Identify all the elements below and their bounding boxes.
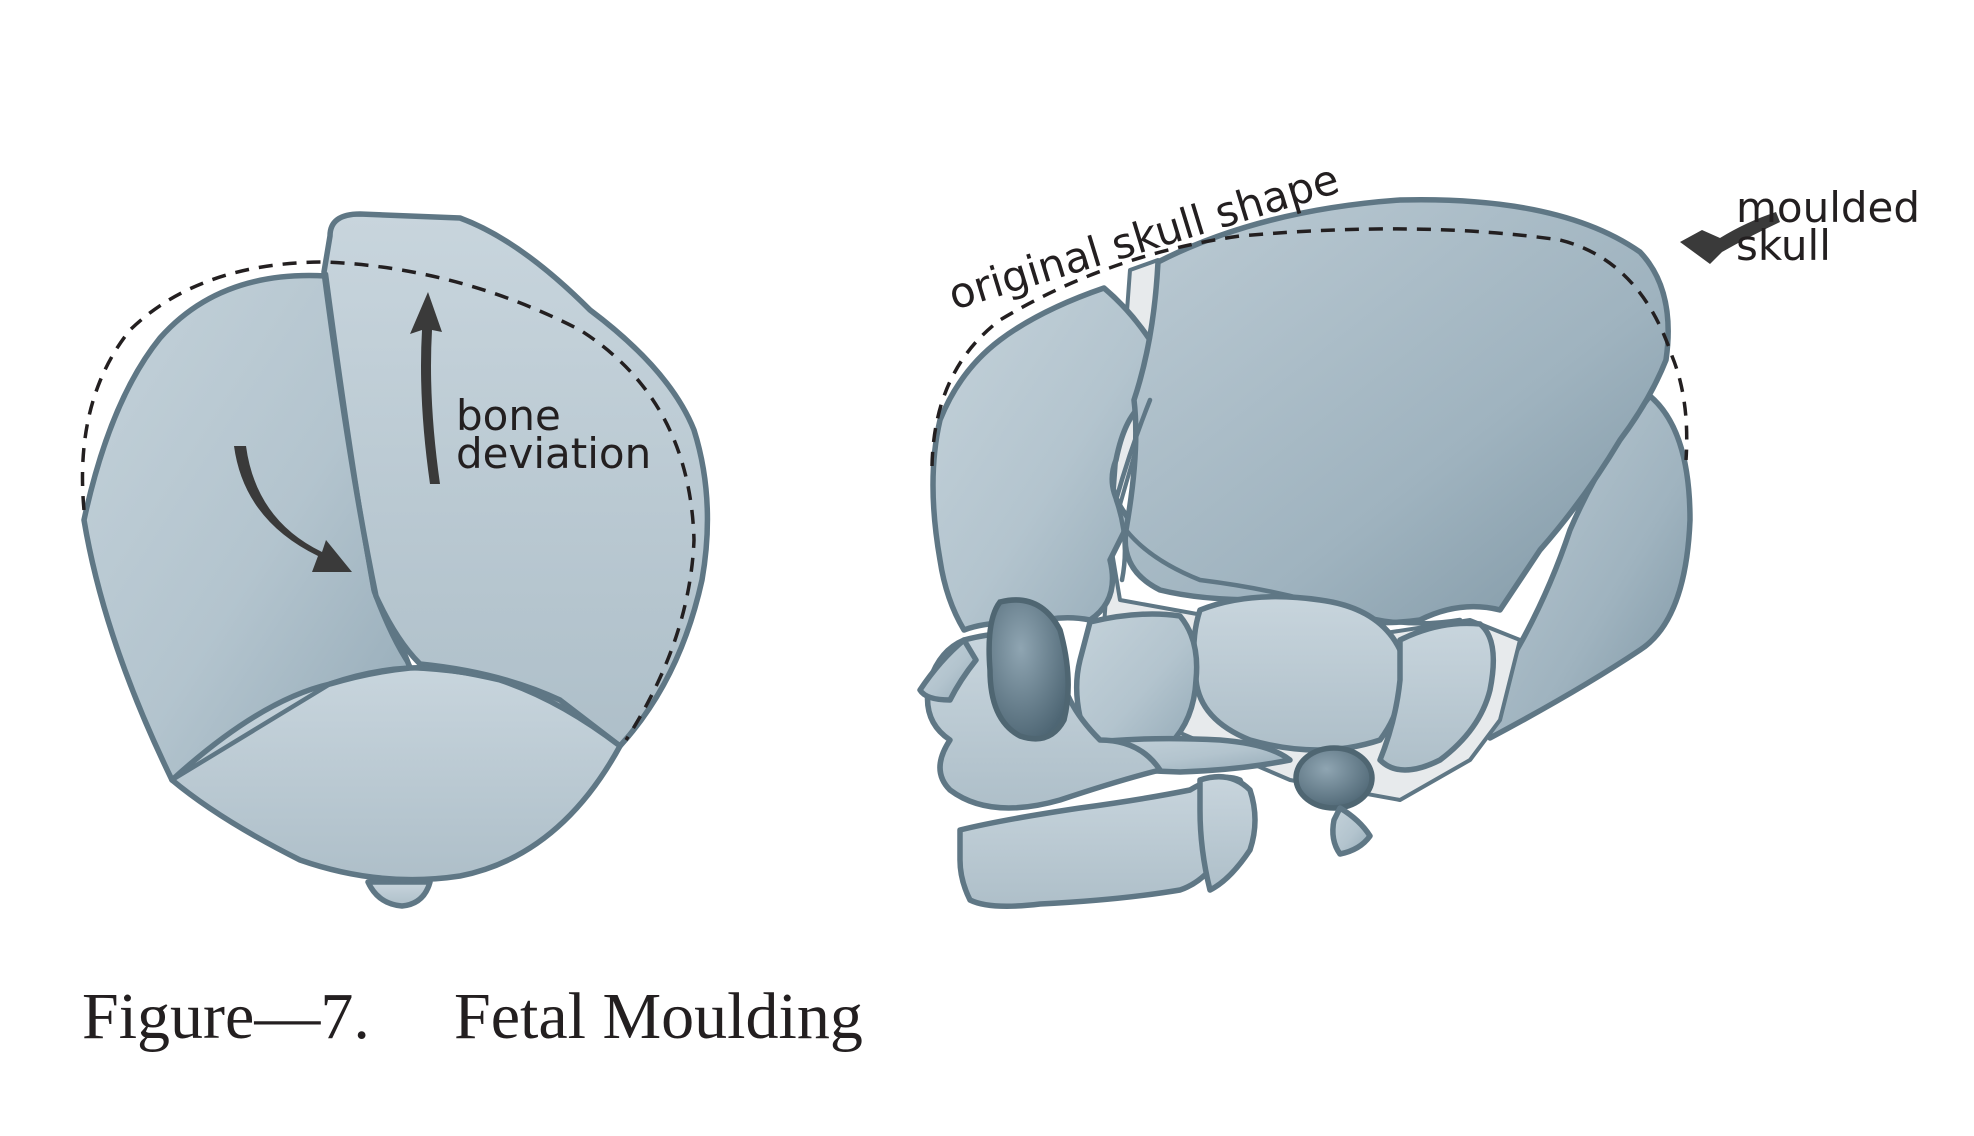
- occipital-bone: [1483, 393, 1693, 741]
- figure-number: Figure—7.: [82, 980, 370, 1053]
- ear-canal: [1293, 745, 1375, 811]
- bone-deviation-label-line1: bone: [456, 391, 561, 440]
- mastoid-region: [1377, 620, 1497, 773]
- bone-deviation-label-line2: deviation: [456, 429, 651, 478]
- moulded-skull-label-line1: moulded: [1736, 183, 1920, 232]
- moulded-skull-label-line2: skull: [1736, 221, 1831, 270]
- coronal-suture-line: [1113, 397, 1153, 583]
- original-shape-dashed-outline-side: [930, 227, 1689, 467]
- inward-curved-arrow: [234, 446, 352, 572]
- temporal-bone: [1191, 593, 1406, 753]
- skull-top-view: [80, 211, 711, 909]
- sagittal-suture: [323, 271, 413, 669]
- original-shape-dashed-outline-top: [80, 260, 696, 741]
- upward-arrow: [410, 292, 442, 484]
- skull-top-occipital-nub: [365, 879, 433, 909]
- moulded-skull-arrow: [1680, 212, 1780, 264]
- nasal-bone: [917, 637, 979, 703]
- mandible-ramus: [1197, 773, 1258, 893]
- skull-top-outline: [81, 211, 710, 882]
- figure-title: Fetal Moulding: [454, 980, 863, 1053]
- eye-orbit: [986, 597, 1071, 742]
- styloid-process: [1330, 805, 1373, 857]
- lambdoid-suture: [169, 665, 623, 783]
- skull-side-view: [917, 196, 1780, 909]
